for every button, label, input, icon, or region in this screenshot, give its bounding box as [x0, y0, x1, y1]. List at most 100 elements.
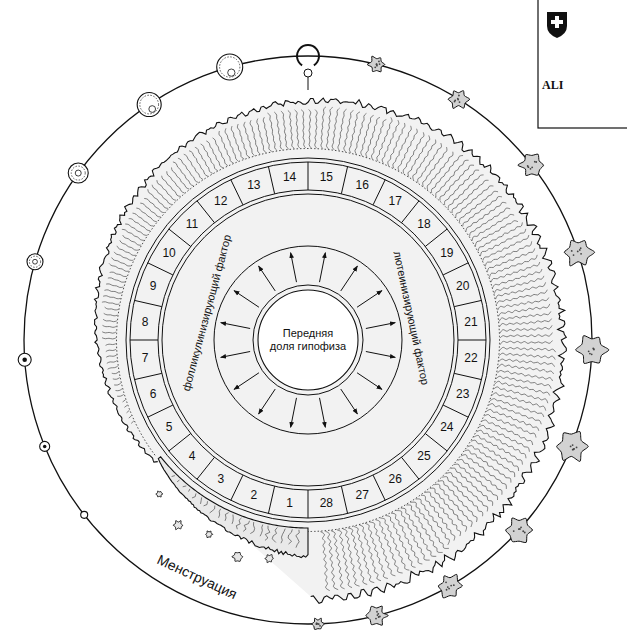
uterine-gland	[344, 110, 354, 151]
hormone-arrow	[234, 291, 259, 308]
day-number: 18	[417, 217, 430, 231]
uterine-gland	[491, 262, 540, 282]
shed-gland	[265, 526, 270, 541]
shed-fragment	[265, 554, 273, 562]
luteal-cell	[454, 99, 456, 101]
uterine-gland	[104, 313, 118, 316]
uterine-gland	[120, 240, 139, 250]
uterine-gland	[107, 361, 117, 364]
uterine-gland	[114, 383, 121, 385]
uterine-gland	[485, 241, 531, 266]
corpus-luteum	[312, 618, 324, 629]
luteal-cell	[531, 166, 533, 168]
follicle	[81, 511, 88, 518]
ovary-cycle	[24, 56, 592, 624]
uterine-gland	[500, 333, 552, 339]
hormone-arrow	[221, 352, 250, 358]
day-divider	[458, 340, 486, 341]
uterine-gland	[498, 364, 554, 374]
day-divider	[130, 340, 158, 341]
day-divider	[454, 373, 481, 379]
uterine-gland	[489, 404, 542, 425]
node-label: Передняя доля гипофиза	[269, 327, 347, 353]
day-number: 2	[250, 488, 257, 502]
uterine-gland	[359, 525, 381, 581]
luteal-cell	[522, 530, 524, 532]
hormone-arrow	[221, 323, 250, 329]
released-oocyte	[304, 69, 312, 77]
shed-gland	[296, 530, 299, 548]
hormone-arrow	[357, 373, 382, 390]
day-divider	[341, 486, 347, 513]
luteal-cell	[580, 253, 582, 255]
day-divider	[169, 229, 191, 246]
uterine-gland	[267, 113, 277, 150]
hormone-arrow	[320, 398, 326, 427]
watermark-text: ALI	[542, 78, 563, 92]
uterine-gland	[108, 366, 118, 369]
uterine-gland	[486, 409, 539, 430]
shed-gland	[250, 522, 254, 534]
uterine-gland	[376, 520, 403, 573]
uterine-gland	[320, 532, 329, 591]
uterine-gland	[332, 108, 339, 150]
day-number: 23	[456, 387, 469, 401]
day-number: 12	[214, 194, 227, 208]
luteal-cell	[374, 66, 376, 68]
uterine-gland	[110, 272, 127, 276]
ring-circle	[162, 194, 454, 486]
uterine-gland	[274, 112, 282, 150]
luteal-cell	[319, 625, 321, 627]
uterine-gland	[425, 492, 461, 536]
uterine-gland	[114, 252, 133, 260]
ring-circle	[253, 285, 363, 395]
uterine-gland	[499, 353, 555, 359]
granulosa	[29, 256, 40, 267]
watermark	[538, 0, 627, 128]
follicle	[217, 54, 243, 80]
corpus-luteum	[506, 518, 533, 543]
corpus-luteum	[448, 91, 470, 109]
uterine-gland	[250, 120, 260, 154]
uterine-gland	[201, 144, 218, 171]
uterine-gland	[401, 508, 437, 556]
follicle	[40, 441, 50, 451]
luteal-cell	[447, 586, 449, 588]
shed-gland	[288, 529, 292, 544]
uterine-gland	[117, 394, 124, 396]
day-ring-circle	[130, 162, 486, 518]
uterine-gland	[136, 208, 156, 222]
shed-gland	[219, 509, 221, 518]
uterine-gland	[125, 224, 147, 235]
follicle	[137, 93, 161, 117]
uterine-gland	[102, 338, 116, 339]
day-divider	[443, 263, 468, 275]
uterine-gland	[337, 530, 352, 588]
uterine-gland	[411, 502, 449, 548]
uterine-gland	[103, 325, 117, 327]
uterine-gland	[102, 302, 119, 305]
uterine-gland	[497, 370, 552, 381]
uterine-gland	[102, 332, 116, 333]
uterine-gland	[361, 115, 374, 155]
uterine-gland	[454, 464, 498, 500]
oocyte	[43, 445, 47, 449]
shed-fragment	[156, 491, 163, 497]
follicles	[18, 44, 609, 630]
uterine-gland	[490, 399, 544, 417]
day-number: 9	[150, 279, 157, 293]
luteal-cell	[592, 348, 594, 350]
uterine-gland	[106, 284, 123, 288]
day-divider	[425, 229, 447, 246]
uterine-gland	[445, 170, 480, 205]
uterine-gland	[396, 511, 429, 561]
hormone-arrow	[291, 253, 297, 282]
luteal-cell	[316, 622, 318, 624]
uterine-gland	[446, 473, 488, 512]
luteal-cell	[459, 101, 461, 103]
day-number: 17	[389, 194, 402, 208]
day-divider	[425, 434, 447, 451]
shed-gland	[210, 506, 215, 513]
luteal-cell	[591, 353, 593, 355]
follicle	[68, 163, 88, 183]
